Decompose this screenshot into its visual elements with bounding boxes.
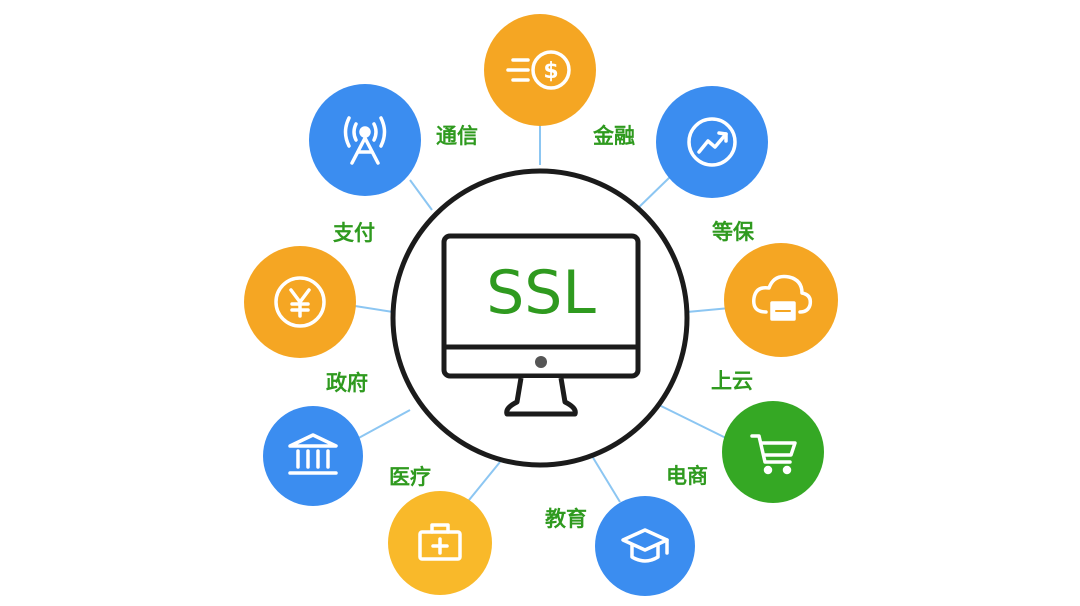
center-monitor: SSL <box>390 168 690 468</box>
signal-tower-icon <box>343 116 387 165</box>
label-classified-protection: 等保 <box>712 220 754 244</box>
node-finance-top[interactable]: $ <box>484 14 596 126</box>
connector-ecommerce <box>658 404 731 441</box>
cloud-server-icon <box>752 274 813 321</box>
node-government-circle <box>263 406 363 506</box>
connector-education <box>591 455 621 503</box>
node-education[interactable] <box>595 496 695 596</box>
connector-finance <box>635 176 671 211</box>
monitor-stand <box>504 377 578 417</box>
node-finance[interactable] <box>656 86 768 198</box>
government-building-icon <box>288 433 338 475</box>
label-cloud: 上云 <box>711 369 753 393</box>
label-payment: 支付 <box>333 221 375 245</box>
trend-chart-icon <box>687 117 737 167</box>
medical-kit-icon <box>418 523 462 561</box>
connector-telecom <box>409 179 433 211</box>
node-ecommerce-circle <box>722 401 824 503</box>
label-medical: 医疗 <box>389 465 431 489</box>
dollar-coin-icon: $ <box>506 50 571 90</box>
node-finance-circle <box>656 86 768 198</box>
node-classified-protection[interactable] <box>724 243 838 357</box>
node-classified-protection-circle <box>724 243 838 357</box>
node-telecom[interactable] <box>309 84 421 196</box>
connector-lines <box>354 125 731 506</box>
connector-government <box>354 409 411 441</box>
label-government: 政府 <box>326 371 368 395</box>
graduation-cap-icon <box>621 528 669 563</box>
connector-classified <box>686 307 731 313</box>
center-ssl-text: SSL <box>486 258 596 328</box>
connector-medical <box>464 461 501 506</box>
shopping-cart-icon <box>750 434 797 475</box>
monitor-power-dot <box>535 356 547 368</box>
monitor-screen <box>441 233 641 379</box>
node-finance-top-circle <box>484 14 596 126</box>
label-ecommerce: 电商 <box>666 464 708 488</box>
node-government[interactable] <box>263 406 363 506</box>
label-finance: 金融 <box>593 124 635 148</box>
label-telecom: 通信 <box>436 124 478 148</box>
label-education: 教育 <box>545 507 587 531</box>
yen-coin-icon <box>274 276 326 328</box>
node-payment[interactable] <box>244 246 356 358</box>
node-medical[interactable] <box>388 491 492 595</box>
svg-text:$: $ <box>543 59 558 84</box>
node-education-circle <box>595 496 695 596</box>
node-ecommerce[interactable] <box>722 401 824 503</box>
connector-payment <box>354 305 394 313</box>
